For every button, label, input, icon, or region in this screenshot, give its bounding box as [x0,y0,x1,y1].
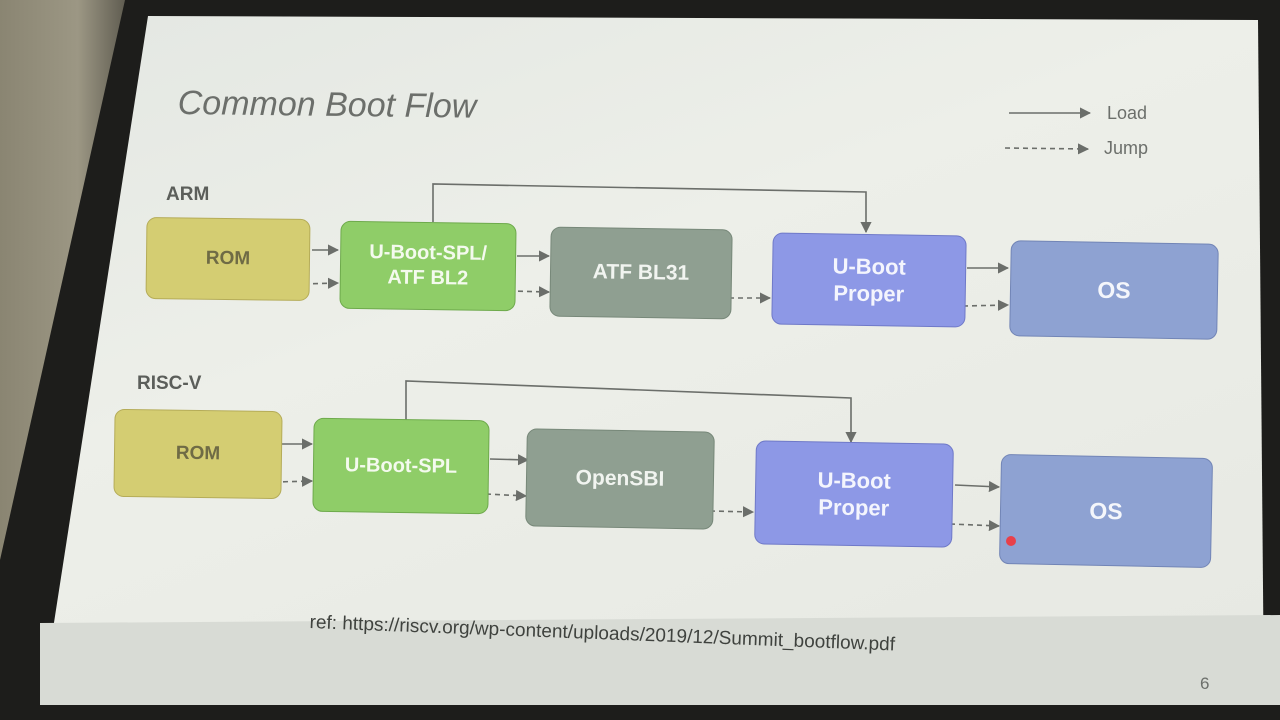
riscv-uboot-spl-box: U-Boot-SPL [312,417,490,515]
arm-atf-bl31-box: ATF BL31 [549,226,733,320]
laser-pointer-dot [1006,536,1016,546]
page-number: 6 [1200,674,1210,693]
legend-jump-label: Jump [1104,138,1149,158]
riscv-load-spl-opensbi [489,454,530,466]
riscv-opensbi-box: OpenSBI [525,428,715,530]
arm-os-box: OS [1009,240,1219,340]
legend-jump-arrow [1004,143,1090,155]
section-label-riscv: RISC-V [137,373,202,394]
riscv-uboot-proper-box: U-Boot Proper [754,440,954,548]
arm-jump-rom-spl [303,277,340,289]
arm-load-spl-uboot [432,183,872,234]
arm-uboot-spl-box: U-Boot-SPL/ ATF BL2 [339,220,517,312]
riscv-rom-box: ROM [113,408,283,500]
arm-rom-box: ROM [145,217,311,301]
riscv-jump-rom-spl [273,475,314,487]
legend-load-label: Load [1107,103,1148,123]
arm-jump-uboot-os [962,299,1010,311]
riscv-os-box: OS [998,453,1214,569]
arm-jump-spl-bl31 [508,286,551,298]
slide-footer-band [40,615,1280,705]
arm-uboot-proper-box: U-Boot Proper [771,232,967,328]
riscv-jump-uboot-os [949,519,1001,532]
riscv-load-spl-uboot [405,380,857,444]
riscv-jump-spl-opensbi [485,489,528,502]
riscv-jump-opensbi-uboot [709,506,755,518]
section-label-arm: ARM [166,184,210,205]
riscv-load-uboot-os [954,480,1001,493]
